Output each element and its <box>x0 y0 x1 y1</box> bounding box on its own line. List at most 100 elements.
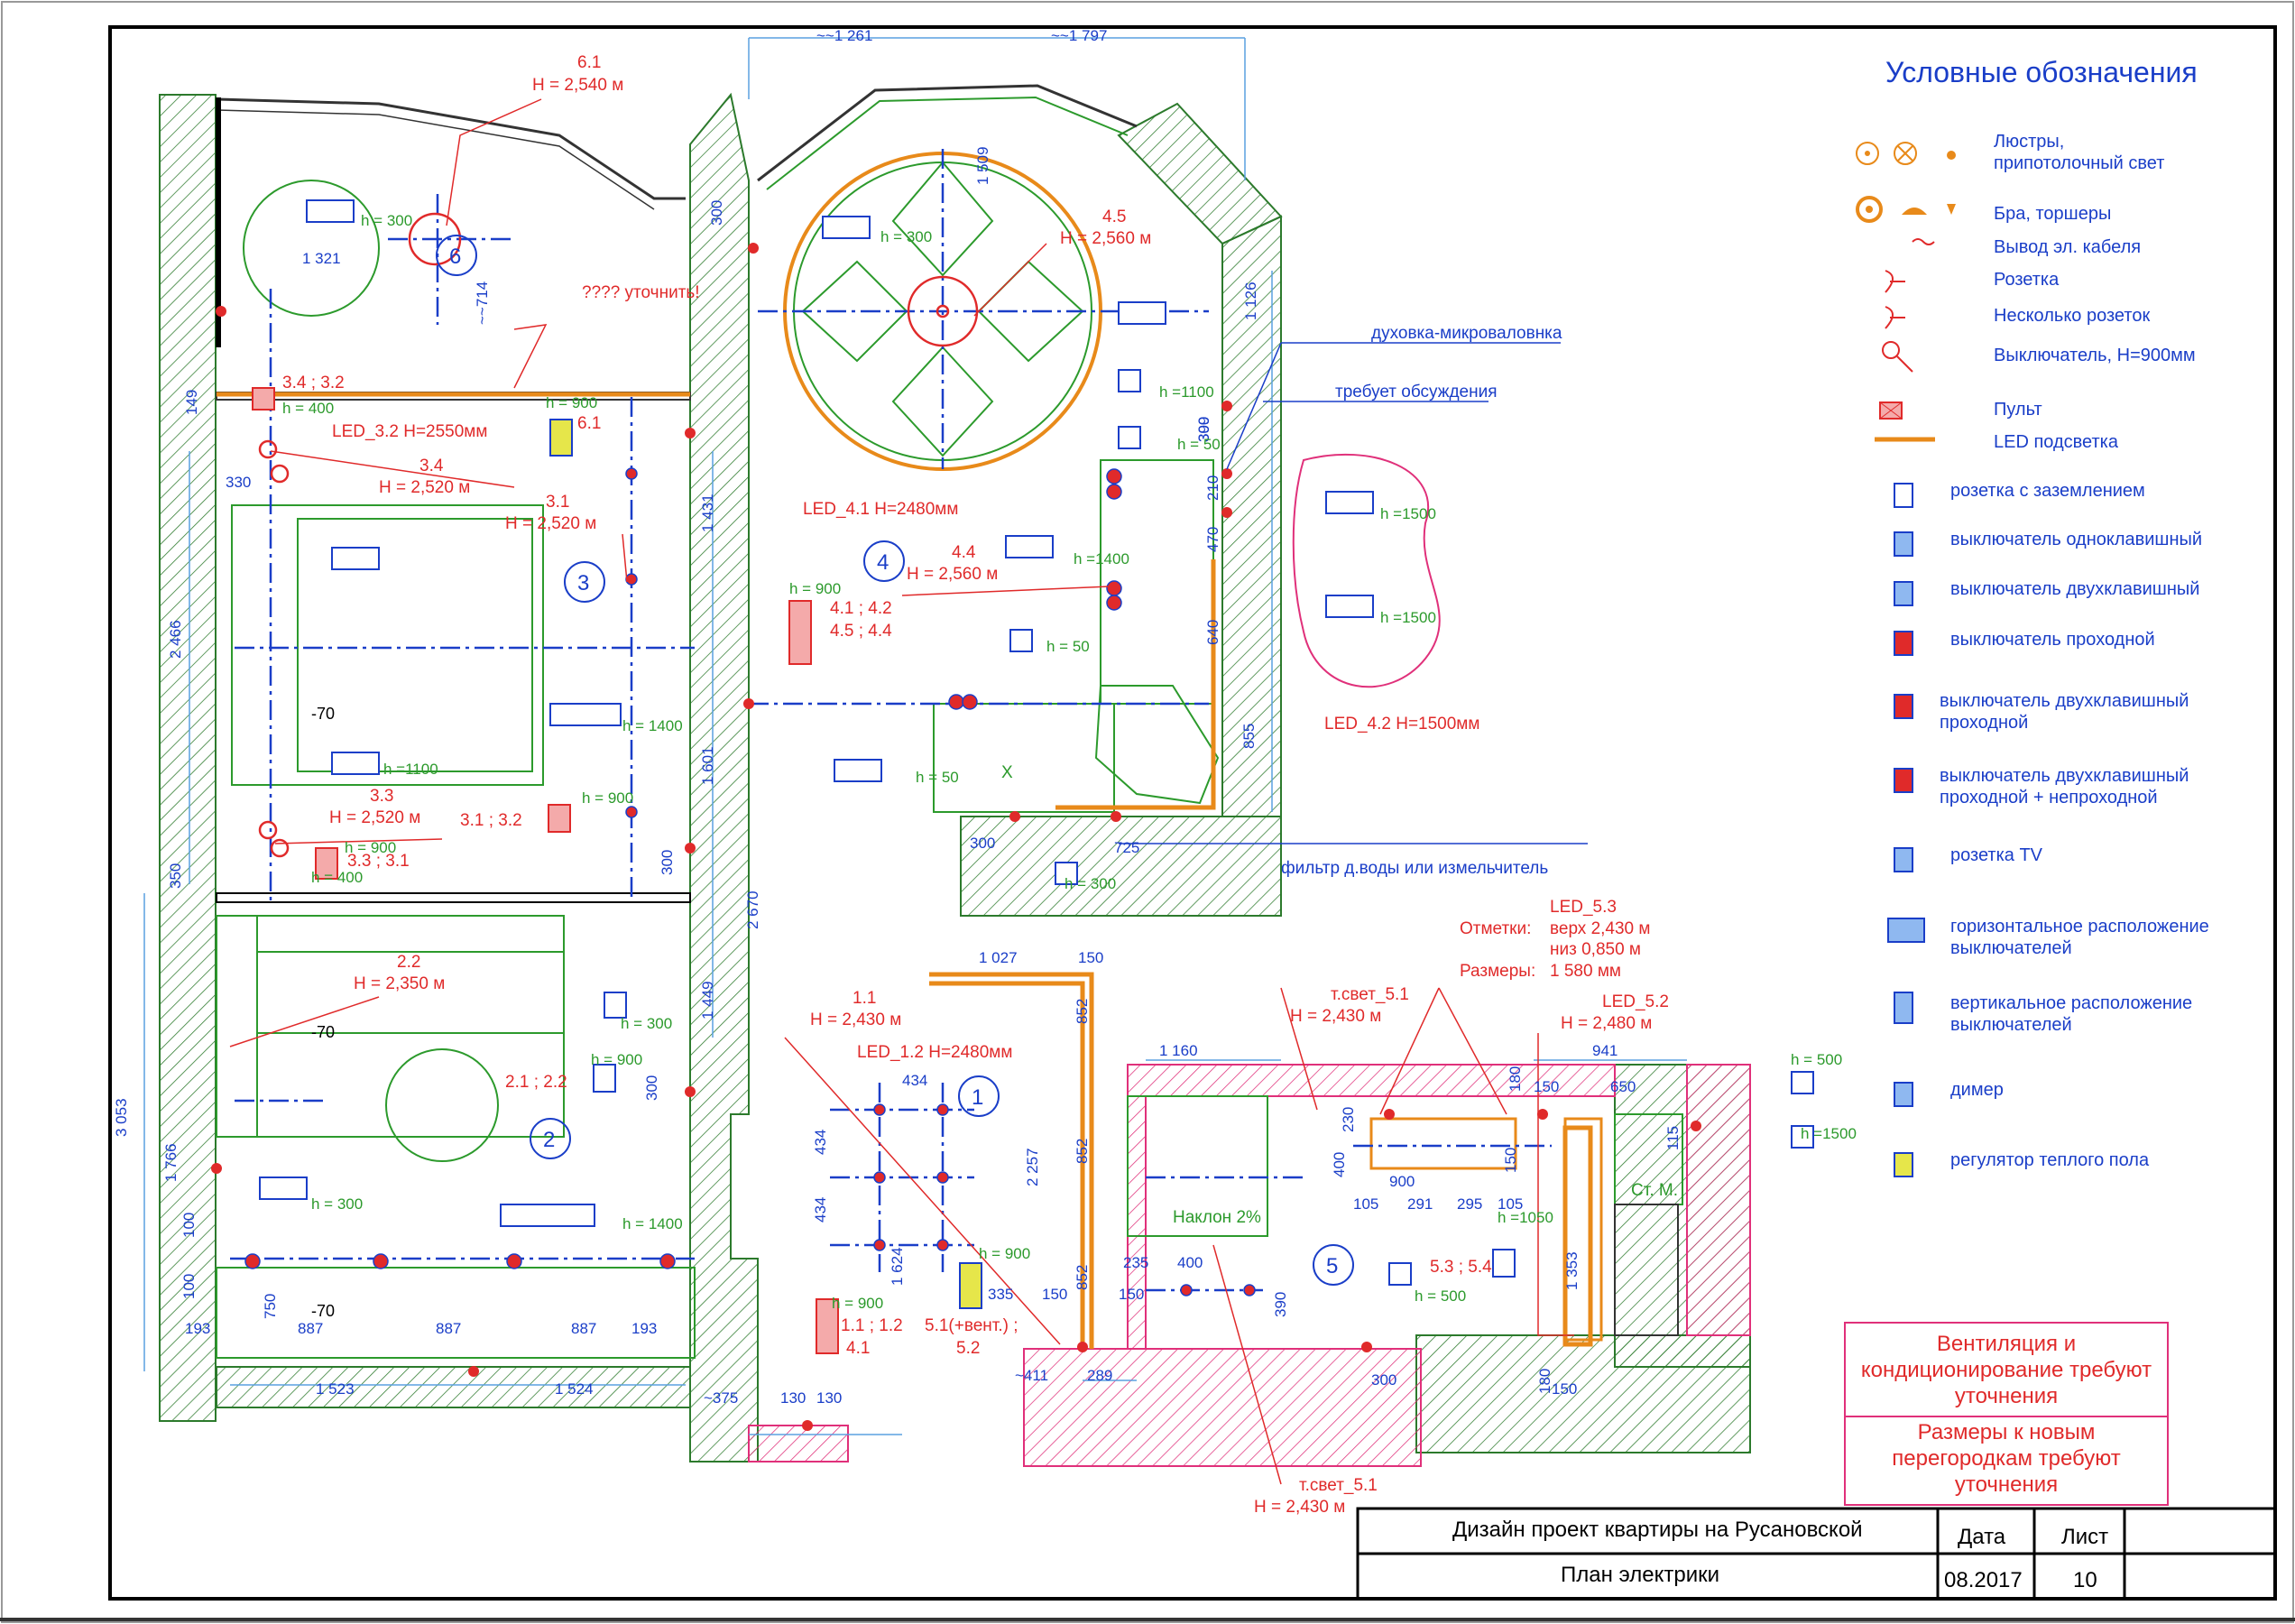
led-1-2 <box>929 972 1094 1349</box>
dimension-label: 852 <box>1074 1139 1091 1164</box>
dimension-label: 300 <box>970 835 995 852</box>
dimension-label: 725 <box>1114 839 1139 856</box>
legend-label: выключатель двухклавишный проходной + не… <box>1940 766 2189 807</box>
dimension-label: 291 <box>1407 1195 1433 1213</box>
legend-item-double-pass-mixed-switch: выключатель двухклавишный проходной + не… <box>1876 765 2264 807</box>
legend-item-multi-socket: Несколько розеток <box>1876 305 2264 341</box>
sheet-title: План электрики <box>1561 1563 1720 1587</box>
legend-label: выключатель одноклавишный <box>1950 530 2203 549</box>
dimension-label: 2 466 <box>167 620 184 659</box>
svg-text:3.4: 3.4 <box>419 457 444 475</box>
svg-text:низ 0,850 м: низ 0,850 м <box>1550 940 1641 959</box>
legend-label: Несколько розеток <box>1994 306 2151 326</box>
legend-label: Бра, торшеры <box>1994 204 2112 224</box>
dimension-label: 887 <box>436 1320 461 1337</box>
svg-text:H = 2,560 м: H = 2,560 м <box>907 565 998 584</box>
wc-block <box>1563 1117 1603 1342</box>
dimension-label: 1 431 <box>699 494 716 532</box>
mounting-height-label: h =1500 <box>1380 505 1436 522</box>
svg-text:1 580 мм: 1 580 мм <box>1550 962 1621 981</box>
dimension-label: 130 <box>780 1389 806 1407</box>
new-partition-bath-side <box>1127 1095 1147 1350</box>
chair-s <box>891 346 994 457</box>
title-block-frame <box>1356 1507 2277 1601</box>
project-title: Дизайн проект квартиры на Русановской <box>1452 1518 1863 1542</box>
svg-text:LED_1.2 H=2480мм: LED_1.2 H=2480мм <box>857 1043 1012 1062</box>
washbasin <box>1369 1117 1517 1170</box>
window-kitchen-bay-inner <box>766 96 1129 190</box>
svg-text:H = 2,520 м: H = 2,520 м <box>329 808 420 827</box>
legend-label: LED подсветка <box>1994 432 2118 452</box>
svg-text:H = 2,480 м: H = 2,480 м <box>1561 1014 1652 1033</box>
sconce-3-3b <box>270 838 290 858</box>
svg-text:H = 2,560 м: H = 2,560 м <box>1060 229 1151 248</box>
dimension-label: 2 670 <box>744 890 761 929</box>
svg-text:H = 2,430 м: H = 2,430 м <box>1290 1007 1381 1026</box>
dimension-label: 100 <box>180 1274 198 1299</box>
mounting-height-label: h = 500 <box>1791 1051 1842 1068</box>
dimension-label: 193 <box>631 1320 657 1337</box>
bath-tub-area <box>1127 1095 1268 1237</box>
svg-text:4.5 ; 4.4: 4.5 ; 4.4 <box>830 622 892 641</box>
svg-text:-70: -70 <box>311 1023 335 1041</box>
mounting-height-label: h = 900 <box>345 839 396 856</box>
dimension-label: 150 <box>1078 949 1103 966</box>
sofa-seat <box>256 951 565 1034</box>
mounting-height-label: h = 900 <box>546 394 597 411</box>
round-rug-room6 <box>243 180 380 317</box>
dimension-label: 150 <box>1552 1380 1577 1398</box>
svg-text:4.1 ; 4.2: 4.1 ; 4.2 <box>830 599 892 618</box>
partitions-note: Размеры к новым перегородкам требуют уто… <box>1844 1412 2169 1506</box>
dimension-label: 852 <box>1074 1265 1091 1290</box>
legend-icons <box>1856 142 1956 1177</box>
legend-label: выключатель проходной <box>1950 630 2155 650</box>
svg-text:т.свет_5.1: т.свет_5.1 <box>1299 1476 1378 1495</box>
dimension-label: 3 053 <box>113 1098 130 1137</box>
svg-text:3.3 ; 3.1: 3.3 ; 3.1 <box>347 852 410 871</box>
wall-bay-right <box>1117 102 1283 245</box>
wall-left <box>159 94 217 1422</box>
mounting-height-label: h =1500 <box>1801 1125 1857 1142</box>
leader-lines <box>229 98 1574 1485</box>
mounting-height-label: h = 900 <box>789 580 841 597</box>
legend-label: Выключатель, H=900мм <box>1994 346 2196 365</box>
svg-text:3.3: 3.3 <box>370 787 393 806</box>
ceiling-light-6 <box>408 212 462 266</box>
dimension-label: 400 <box>1331 1152 1348 1177</box>
dimension-label: 180 <box>1536 1369 1553 1394</box>
svg-text:2.1 ; 2.2: 2.1 ; 2.2 <box>505 1073 567 1092</box>
dimension-label: 150 <box>1042 1286 1067 1303</box>
svg-text:5.1(+вент.) ;: 5.1(+вент.) ; <box>925 1316 1018 1335</box>
dimension-label: 640 <box>1204 620 1221 645</box>
dimension-label: 852 <box>1074 999 1091 1024</box>
dimension-label: 1 524 <box>555 1380 594 1398</box>
svg-text:3.1: 3.1 <box>546 493 569 512</box>
legend-label: димер <box>1950 1080 2004 1100</box>
dimension-label: 149 <box>183 390 200 415</box>
svg-text:-70: -70 <box>311 1302 335 1320</box>
dimension-label: 300 <box>659 850 676 875</box>
svg-text:т.свет_5.1: т.свет_5.1 <box>1331 985 1409 1004</box>
sheet-label: Лист <box>2061 1525 2109 1549</box>
svg-text:???? уточнить!: ???? уточнить! <box>582 283 700 302</box>
legend-item-pass-switch: выключатель проходной <box>1876 629 2264 665</box>
legend-item-double-switch: выключатель двухклавишный <box>1876 578 2264 614</box>
dimension-label: 193 <box>185 1320 210 1337</box>
dimension-label: 399 <box>1195 417 1212 442</box>
room-2-label: 2 <box>543 1128 555 1152</box>
legend-label: Пульт <box>1994 400 2042 420</box>
dimension-label: 390 <box>1272 1292 1289 1317</box>
legend-item-floor-heating: регулятор теплого пола <box>1876 1149 2264 1186</box>
wall-kitchen-bottom <box>960 816 1282 917</box>
sconce-3-4 <box>258 439 278 459</box>
wall-bath-bottom <box>1415 1334 1751 1453</box>
svg-text:1.1: 1.1 <box>853 989 876 1008</box>
legend-item-grounded-socket: розетка с заземлением <box>1876 480 2264 516</box>
room-1-label: 1 <box>972 1085 983 1110</box>
dimension-label: 434 <box>812 1197 829 1223</box>
mounting-height-label: h = 300 <box>311 1195 363 1213</box>
dimension-label: 235 <box>1123 1254 1148 1271</box>
